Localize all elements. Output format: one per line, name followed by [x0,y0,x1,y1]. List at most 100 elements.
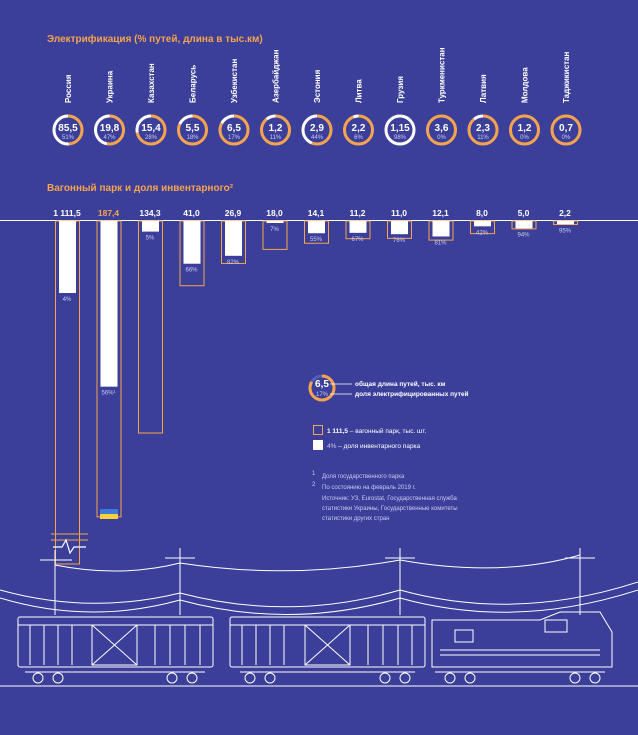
footnote-1-mark: 1 [312,471,316,477]
locomotive-window-1 [454,629,474,643]
legend-inventory-text: 4% – доля инвентарного парка [327,443,421,450]
ring-electrified-arc-5 [260,114,291,146]
inventory-bar-8 [391,221,408,235]
wheel [52,672,64,684]
ring-value-6: 2,9 [310,123,324,134]
wheel [32,672,44,684]
ring-value-3: 5,5 [186,123,200,134]
inventory-pct-8: 76% [393,238,406,244]
wheel [464,672,476,684]
ring-pct-0: 51% [62,135,75,141]
ring-electrified-arc-4 [218,114,250,146]
ring-value-2: 15,4 [141,123,161,134]
wheel [399,672,411,684]
fleet-value-3: 41,0 [183,208,200,218]
wheel [444,672,456,684]
ring-pct-1: 47% [103,135,116,141]
country-label-4: Узбекистан [230,59,239,103]
electrification-rings: Россия85,551%Украина19,847%Казахстан15,4… [52,47,582,146]
fleet-value-6: 14,1 [308,208,325,218]
country-label-9: Туркменистан [438,47,447,103]
fleet-value-11: 5,0 [518,208,530,218]
ring-value-12: 0,7 [559,123,573,134]
ring-electrified-arc-3 [177,114,208,146]
ring-pct-12: 0% [562,135,571,141]
ring-value-4: 6,5 [227,123,241,134]
ukraine-flag-icon [100,509,118,519]
ring-pct-2: 28% [145,135,158,141]
fleet-value-1: 187,4 [98,208,120,218]
country-label-12: Таджикистан [562,51,571,103]
ring-electrified-arc-7 [343,114,374,146]
fleet-value-2: 134,3 [139,208,161,218]
ring-pct-11: 0% [520,135,529,141]
ring-value-1: 19,8 [100,123,120,134]
source-line-1: Источник: УЗ, Eurostat, Государственная … [322,496,457,502]
inventory-bar-6 [308,221,325,234]
wheel [186,672,198,684]
fleet-value-9: 12,1 [432,208,449,218]
inventory-bar-9 [432,221,450,237]
legend-inventory-swatch [313,440,323,450]
fleet-value-4: 26,9 [225,208,242,218]
inventory-bar-5 [266,221,284,223]
wagon-2-door [304,624,351,666]
ring-electrified-arc-8 [384,114,416,146]
legend-fleet-text: 1 111,5 – вагонный парк, тыс. шт. [327,427,427,435]
ring-electrified-arc-10 [467,114,499,146]
fleet-bars: 1 111,54%187,456%¹134,35%41,066%26,982%1… [53,208,578,565]
inventory-bar-7 [349,221,367,233]
inventory-bar-12 [557,221,574,225]
wheel [244,672,256,684]
inventory-pct-6: 55% [310,237,323,243]
fleet-title: Вагонный парк и доля инвентарного² [47,183,234,194]
country-label-5: Азербайджан [272,49,281,103]
country-label-11: Молдова [521,67,530,103]
fleet-value-12: 2,2 [559,208,571,218]
fleet-value-5: 18,0 [266,208,283,218]
ring-pct-5: 11% [270,135,282,141]
ring-electrified-arc-6 [301,114,333,146]
ring-value-9: 3,6 [435,123,449,134]
ring-value-5: 1,2 [269,123,283,134]
legend-ring-value: 6,5 [315,379,329,390]
wheel [166,672,178,684]
ring-pct-10: 11% [477,135,489,141]
country-label-8: Грузия [396,76,405,103]
ring-electrified-arc-1 [94,114,125,146]
wheel [589,672,601,684]
ring-value-8: 1,15 [390,123,410,134]
country-label-2: Казахстан [147,63,156,103]
country-label-1: Украина [106,70,115,103]
legend-track-text: общая длина путей, тыс. км [355,380,446,388]
ring-value-10: 2,3 [476,123,490,134]
ring-value-7: 2,2 [352,123,366,134]
ring-electrified-arc-0 [52,114,84,146]
wheel [379,672,391,684]
country-label-7: Литва [355,79,364,103]
wheel [264,672,276,684]
inventory-bar-0 [59,221,76,293]
inventory-pct-3: 66% [185,268,198,274]
electrification-title: Электрификация (% путей, длина в тыс.км) [47,33,263,45]
country-label-10: Латвия [479,74,488,103]
country-label-6: Эстония [313,69,322,103]
footnote-2-mark: 2 [312,482,316,488]
ring-pct-7: 6% [354,135,363,141]
inventory-pct-1: 56%¹ [101,391,115,397]
inventory-pct-10: 42% [476,230,489,236]
ring-arc-9 [426,114,457,146]
ring-electrified-arc-2 [135,114,167,146]
legend-ring-pct: 17% [316,392,329,398]
locomotive [431,611,613,668]
catenary-wire-2 [0,589,638,615]
wagon-1-ribs [29,625,201,665]
inventory-bar-10 [474,221,491,227]
catenary-wire-1 [0,581,638,608]
axis-break-icon [51,533,88,555]
wagon-2-door-x2 [304,624,351,666]
ring-arc-12 [550,114,582,146]
inventory-bar-3 [183,221,201,264]
locomotive-stripes [440,649,600,656]
inventory-pct-9: 81% [434,240,447,246]
